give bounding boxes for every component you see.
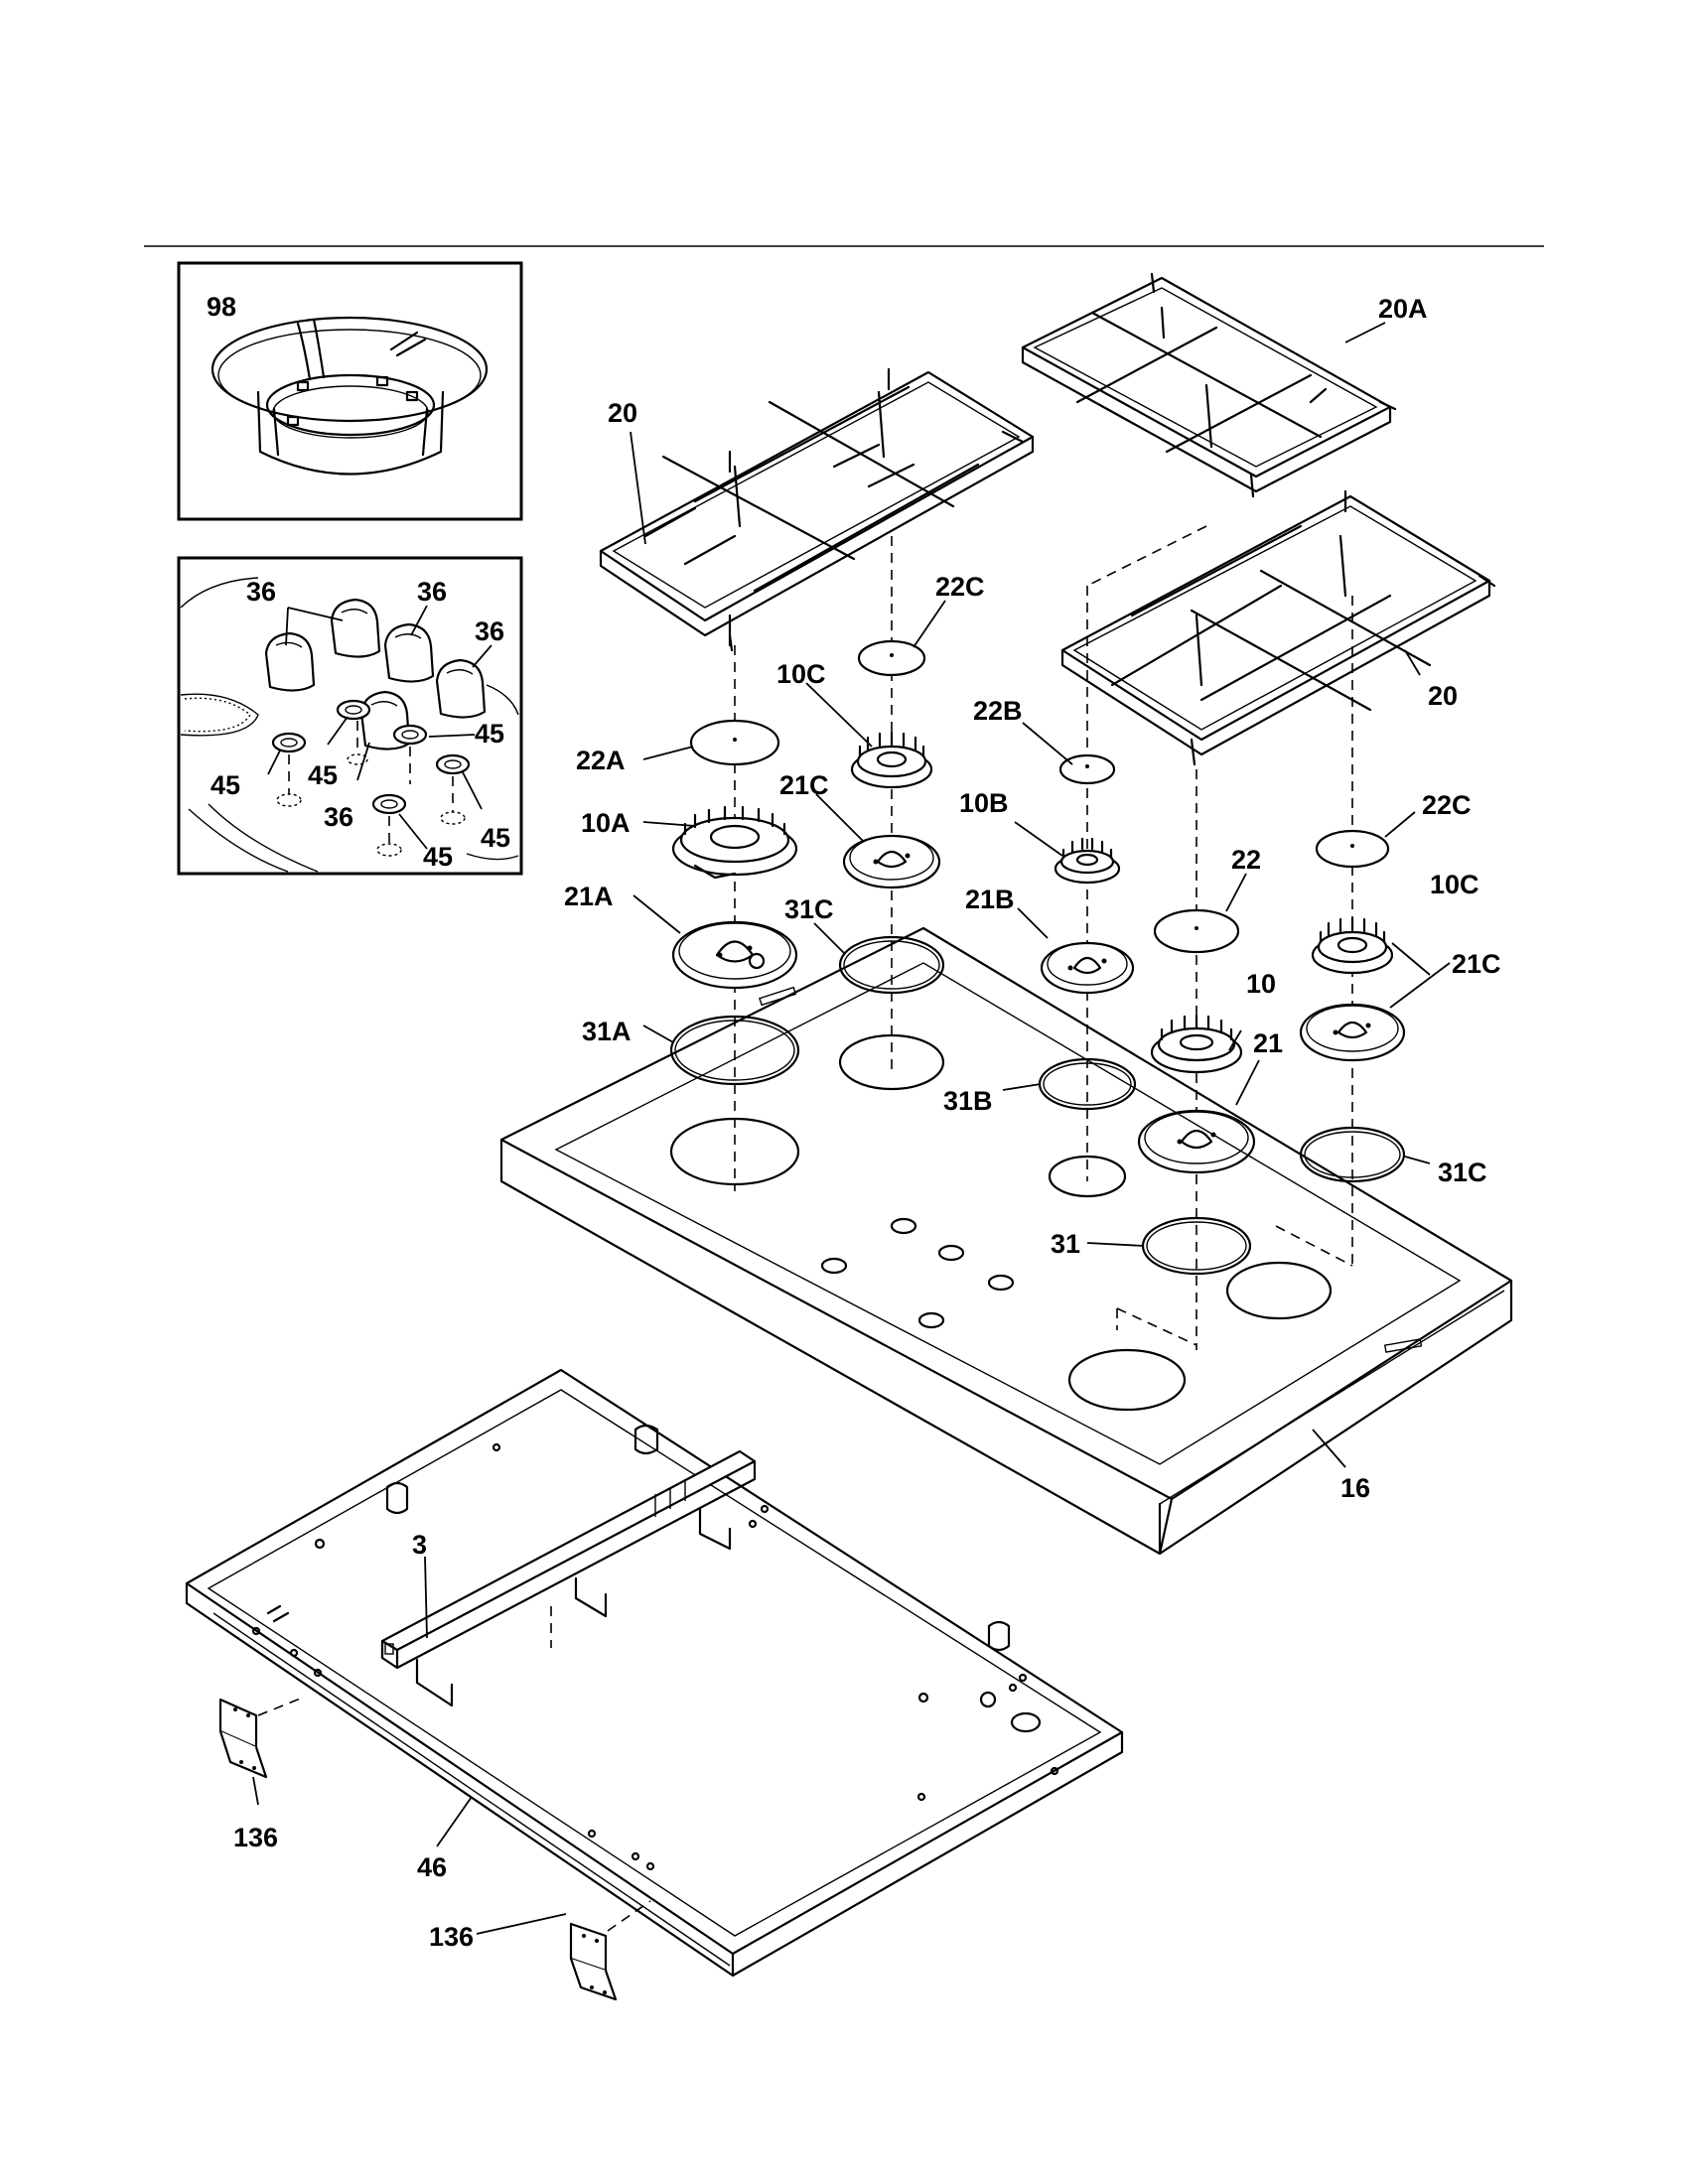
- label-22C-top: 22C: [935, 572, 985, 602]
- label-20-right: 20: [1428, 681, 1458, 711]
- leader-lines: [252, 322, 1451, 1935]
- label-36-a: 36: [246, 577, 276, 607]
- base-pan-46: [185, 1368, 1124, 1978]
- label-10: 10: [1246, 969, 1276, 999]
- label-31: 31: [1051, 1229, 1080, 1259]
- label-31C-right: 31C: [1438, 1158, 1487, 1187]
- label-45-d: 45: [481, 823, 510, 853]
- label-21B: 21B: [965, 885, 1015, 914]
- label-3: 3: [412, 1530, 427, 1560]
- grate-20A: [1021, 272, 1397, 498]
- label-22A: 22A: [576, 746, 626, 775]
- label-36-c: 36: [475, 616, 504, 646]
- label-98: 98: [207, 292, 236, 322]
- label-10C-top: 10C: [776, 659, 826, 689]
- assembly-axis-lines: [734, 525, 1353, 1350]
- burner-heads: [671, 731, 1394, 1074]
- label-10C-right: 10C: [1430, 870, 1479, 899]
- label-21C-top: 21C: [779, 770, 829, 800]
- inset-knobs: [177, 556, 523, 876]
- seal-rings: [669, 935, 1406, 1276]
- burner-caps: [689, 639, 1390, 954]
- label-45-a: 45: [211, 770, 240, 800]
- label-16: 16: [1340, 1473, 1370, 1503]
- grate-20-left: [599, 367, 1035, 652]
- label-45-e: 45: [423, 842, 453, 872]
- label-45-c: 45: [475, 719, 504, 749]
- label-22B: 22B: [973, 696, 1023, 726]
- label-10A: 10A: [581, 808, 631, 838]
- label-36-b: 36: [417, 577, 447, 607]
- label-136-left: 136: [233, 1823, 278, 1852]
- label-46: 46: [417, 1852, 447, 1882]
- label-21A: 21A: [564, 882, 614, 911]
- bracket-3: [380, 1449, 757, 1707]
- label-22C-right: 22C: [1422, 790, 1472, 820]
- inset-wok-ring: [177, 261, 523, 521]
- label-20A: 20A: [1378, 294, 1428, 324]
- bracket-136-left: [218, 1697, 304, 1779]
- label-21: 21: [1253, 1028, 1283, 1058]
- label-22: 22: [1231, 845, 1261, 875]
- label-10B: 10B: [959, 788, 1009, 818]
- bracket-136-bottom: [569, 1900, 651, 2001]
- label-45-b: 45: [308, 760, 338, 790]
- label-136-bottom: 136: [429, 1922, 474, 1952]
- label-31B: 31B: [943, 1086, 993, 1116]
- label-31A: 31A: [582, 1017, 632, 1046]
- label-36-d: 36: [324, 802, 353, 832]
- burner-bases: [671, 834, 1406, 1174]
- label-31C-top: 31C: [784, 894, 834, 924]
- label-21C-right: 21C: [1452, 949, 1501, 979]
- part-labels: 98 20 20A 20 22C 10C 22B 10B 21C 22A 10A…: [207, 292, 1501, 1952]
- cooktop-top-16: [499, 926, 1513, 1556]
- grate-20-right: [1060, 489, 1496, 766]
- label-20-left: 20: [608, 398, 637, 428]
